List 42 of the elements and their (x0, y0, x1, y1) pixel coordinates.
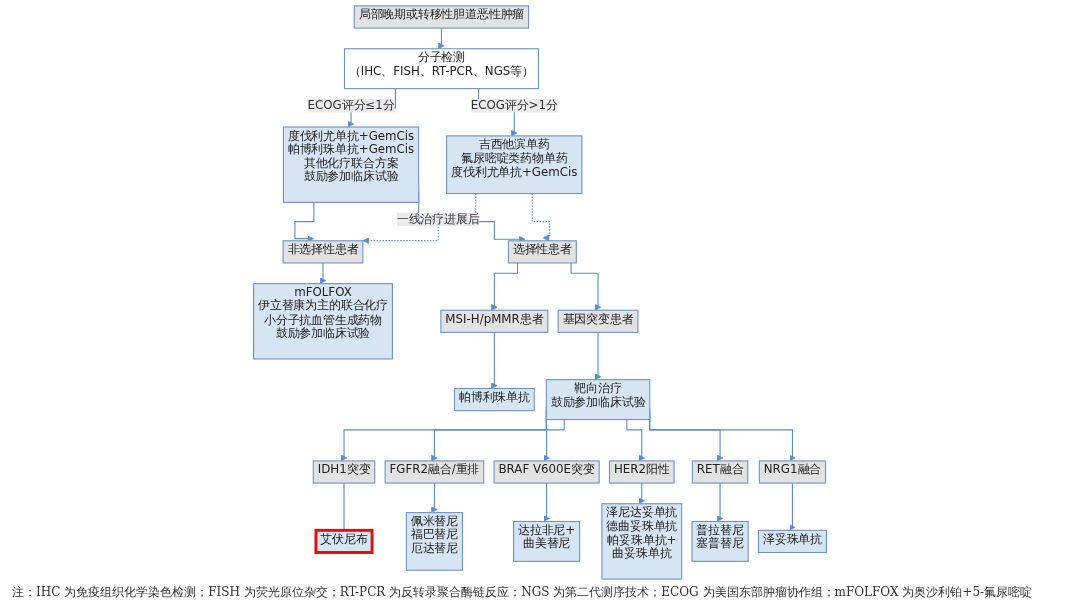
node-box: IDH1突变 (312, 460, 376, 484)
edge-label: ECOG评分≤1分 (307, 98, 395, 113)
node-box: 佩米替尼 福巴替尼 厄达替尼 (405, 512, 464, 571)
node-box: HER2阳性 (608, 460, 675, 484)
node-box: BRAF V600E突变 (493, 460, 600, 484)
arrow (491, 262, 519, 311)
node-box: 非选择性患者 (282, 240, 364, 264)
node-box: 分子检测 （IHC、FISH、RT-PCR、NGS等） (343, 48, 539, 90)
arrow (294, 201, 315, 242)
arrow (431, 482, 438, 513)
arrow (543, 482, 550, 522)
node-box: 选择性患者 (507, 240, 577, 264)
connector (343, 482, 345, 531)
arrow (543, 419, 565, 462)
node-box: mFOLFOX 伊立替康为主的联合化疗 小分子抗血管生成药物 鼓励参加临床试验 (253, 283, 393, 360)
node-box: FGFR2融合/重排 (384, 460, 485, 484)
node-box: 吉西他滨单药 氟尿嘧啶类药物单药 度伐利尤单抗+GemCis (446, 135, 583, 195)
node-box: 达拉非尼+ 曲美替尼 (513, 520, 581, 562)
footnote: 注：IHC 为免疫组织化学染色检测；FISH 为荧光原位杂交；RT-PCR 为反转录聚合酶链反应；NGS 为第二代测序技术；ECOG 为美国东部肿瘤协作组；mFOLFOX 为奥沙利铂+5-氟尿嘧啶 (12, 585, 1034, 600)
arrow (638, 482, 646, 505)
arrow (491, 331, 498, 389)
arrow (319, 262, 327, 284)
node-box: 基因突变患者 (557, 309, 639, 333)
node-box: 普拉替尼 塞普替尼 (691, 520, 749, 562)
node-box: 靶向治疗 鼓励参加临床试验 (545, 379, 651, 421)
node-box: 度伐利尤单抗+GemCis 帕博利珠单抗+GemCis 其他化疗联合方案 鼓励参加临床试验 (282, 126, 420, 203)
arrow (594, 331, 602, 380)
node-box: 艾伏尼布 (314, 528, 374, 554)
edge-label: ECOG评分>1分 (470, 98, 558, 113)
node-box: 泽妥珠单抗 (757, 529, 827, 554)
arrow (716, 482, 724, 522)
arrow (626, 419, 646, 462)
arrow (789, 482, 796, 531)
node-box: MSI-H/pMMR患者 (440, 309, 549, 333)
node-box: 泽尼达妥单抗 德曲妥珠单抗 帕妥珠单抗+ 曲妥珠单抗 (601, 503, 683, 580)
node-box: 局部晚期或转移性胆道恶性肿瘤 (353, 5, 530, 29)
edge-label: 一线治疗进展后 (396, 211, 480, 227)
arrow (438, 27, 445, 50)
node-box: 帕博利珠单抗 (453, 387, 535, 412)
node-box: NRG1融合 (758, 460, 827, 484)
arrow (570, 262, 602, 311)
node-box: RET融合 (691, 460, 749, 484)
